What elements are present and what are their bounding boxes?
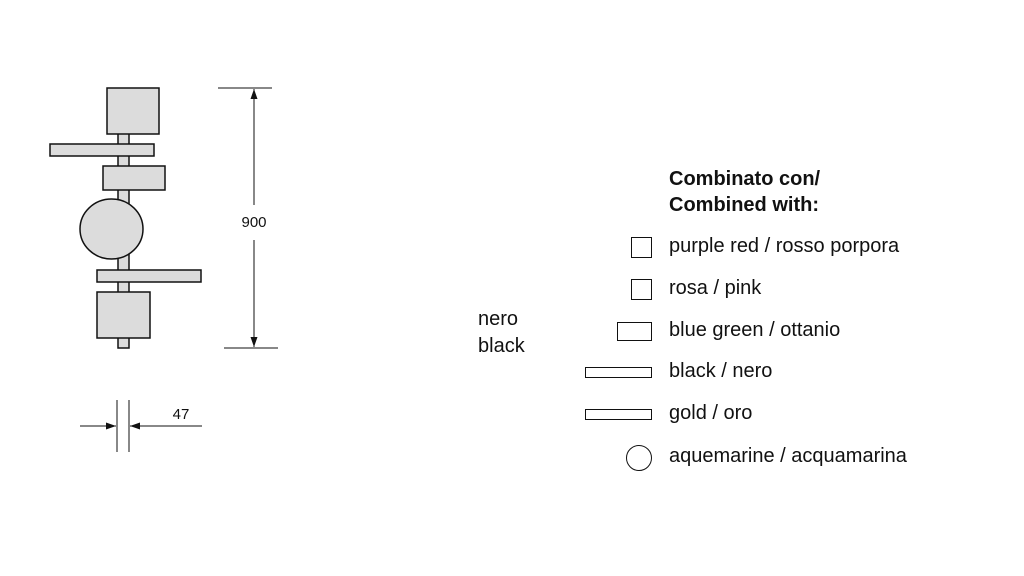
base-finish-english: black xyxy=(478,335,525,357)
width-dimension-label: 47 xyxy=(173,406,190,423)
base-finish-italian: nero xyxy=(478,308,519,330)
legend-item-gold: gold / oro xyxy=(578,400,998,430)
legend-item-label: rosa / pink xyxy=(669,277,762,299)
upper-bar-element xyxy=(49,143,155,157)
legend-item-blue-green: blue green / ottanio xyxy=(578,317,998,347)
height-dimension-label: 900 xyxy=(241,214,266,231)
upper-rectangle-element xyxy=(102,165,166,191)
legend-item-aquamarine: aquemarine / acquamarina xyxy=(578,443,998,473)
bar-swatch-icon xyxy=(585,367,652,378)
square-swatch-icon xyxy=(631,237,652,258)
bottom-square-element xyxy=(96,291,151,339)
legend-item-label: gold / oro xyxy=(669,402,753,424)
top-square-element xyxy=(106,87,160,135)
rectangle-swatch-icon xyxy=(617,322,652,341)
base-finish-label: nero black xyxy=(478,306,525,360)
legend-item-label: blue green / ottanio xyxy=(669,319,841,341)
bar-swatch-icon xyxy=(585,409,652,420)
lower-bar-element xyxy=(96,269,202,283)
legend-heading: Combinato con/ Combined with: xyxy=(669,166,820,218)
square-swatch-icon xyxy=(631,279,652,300)
legend-item-black: black / nero xyxy=(578,358,998,388)
legend-item-label: purple red / rosso porpora xyxy=(669,235,900,257)
legend-item-purple-red: purple red / rosso porpora xyxy=(578,233,998,263)
circle-swatch-icon xyxy=(626,445,652,471)
legend-heading-line2: Combined with: xyxy=(669,194,819,216)
legend-heading-line1: Combinato con/ xyxy=(669,168,821,190)
legend-item-label: aquemarine / acquamarina xyxy=(669,445,907,467)
legend-item-rosa: rosa / pink xyxy=(578,275,998,305)
legend-item-label: black / nero xyxy=(669,360,773,382)
round-element xyxy=(79,198,144,260)
